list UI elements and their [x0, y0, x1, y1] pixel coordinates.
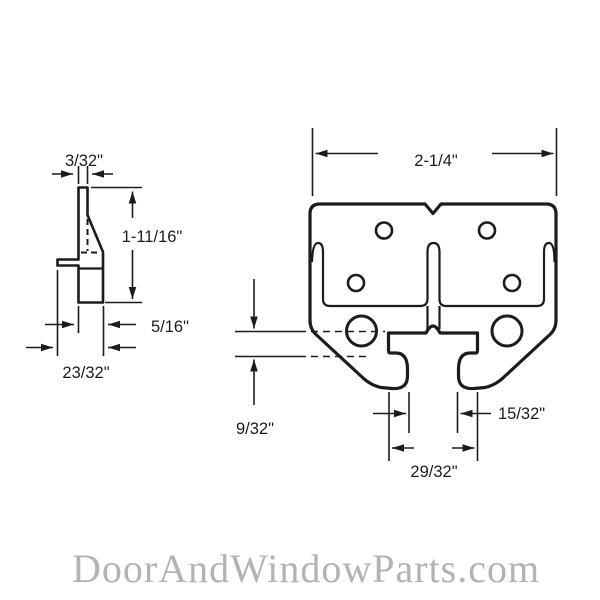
dim-label-overall-width: 2-1/4": [414, 152, 458, 170]
dim-label-base-width: 23/32": [62, 364, 109, 382]
dim-label-channel-width: 29/32": [410, 463, 457, 481]
dim-label-top-width: 3/32": [65, 152, 103, 170]
screw-hole: [374, 221, 394, 240]
large-hole: [490, 314, 524, 348]
dim-slot-widths: [373, 392, 491, 461]
dim-label-inset-width: 5/16": [151, 318, 189, 336]
dim-height: [91, 186, 142, 304]
screw-hole: [346, 273, 366, 293]
dim-base-widths: [26, 270, 136, 356]
end-view-inner-pockets: [310, 241, 556, 308]
side-view-figure: [26, 166, 142, 356]
side-view-outline: [56, 186, 105, 304]
screw-hole: [502, 273, 522, 293]
screw-hole: [477, 221, 497, 240]
dim-label-slot-opening: 15/32": [498, 405, 545, 423]
dim-top-width: [52, 166, 113, 184]
dim-label-height: 1-11/16": [122, 228, 183, 246]
end-view-figure: [235, 128, 558, 461]
dim-label-lip-height: 9/32": [236, 420, 274, 438]
dim-lip-height: [235, 279, 385, 405]
watermark-text: DoorAndWindowParts.com: [72, 546, 541, 591]
end-view-outline: [308, 202, 558, 391]
dim-overall-width: [311, 128, 558, 196]
